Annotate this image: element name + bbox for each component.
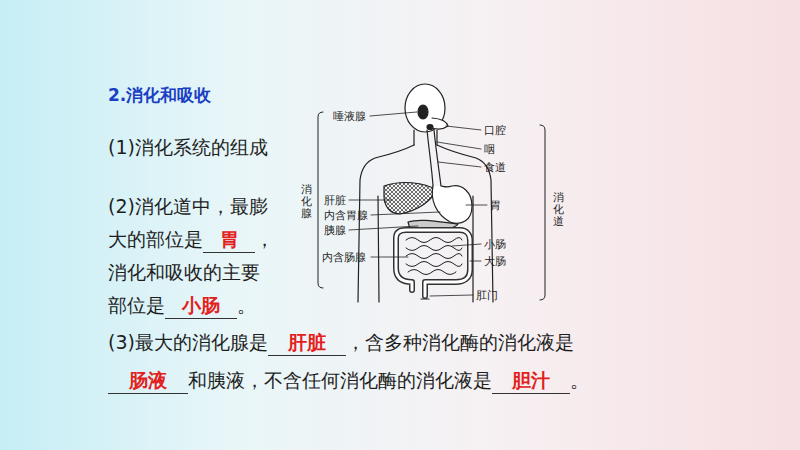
part-label: 肛门	[476, 289, 498, 302]
part-label: 口腔	[484, 124, 506, 137]
part-label: 小肠	[484, 238, 506, 251]
answer-blank: 胃	[203, 228, 255, 253]
answer-blank: 肝脏	[268, 331, 346, 356]
question-text: 。	[237, 294, 256, 316]
answer-blank: 肠液	[108, 369, 188, 394]
group-label: 消化腺	[301, 184, 312, 220]
group-label: 消化道	[553, 192, 564, 228]
slide-title: 2.消化和吸收	[108, 84, 211, 107]
part-label: 胃	[490, 199, 501, 212]
answer-blank: 小肠	[165, 294, 237, 319]
question-text: (3)最大的消化腺是	[108, 331, 268, 353]
answer-blank: 胆汁	[492, 369, 570, 394]
part-label: 唾液腺	[333, 110, 366, 123]
question-text: 和胰液，不含任何消化酶的消化液是	[188, 369, 492, 391]
question-text: (2)消化道中，最膨大的部位是	[108, 195, 268, 250]
part-label: 胰腺	[324, 224, 346, 237]
section-heading: (1)消化系统的组成	[108, 136, 268, 159]
paragraph: (3)最大的消化腺是肝脏，含多种消化酶的消化液是肠液和胰液，不含任何消化酶的消化…	[108, 323, 608, 399]
part-label: 食道	[484, 161, 506, 174]
part-label: 大肠	[484, 255, 506, 268]
part-label: 内含胃腺	[324, 209, 368, 222]
part-label: 咽	[484, 143, 495, 156]
question-text: 。	[570, 369, 589, 391]
part-label: 肝脏	[324, 194, 346, 207]
paragraph: (2)消化道中，最膨大的部位是胃，消化和吸收的主要部位是小肠。	[108, 190, 276, 322]
question-text: ，含多种消化酶的消化液是	[346, 331, 574, 353]
part-label: 内含肠腺	[322, 251, 366, 264]
